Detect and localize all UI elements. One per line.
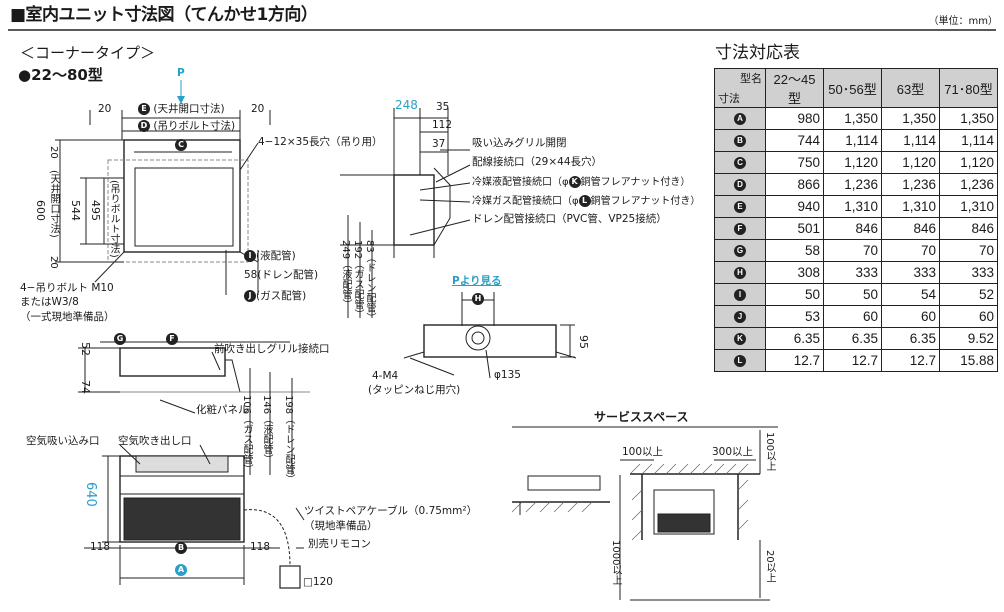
- dim-495: 495: [89, 200, 102, 221]
- badge-d: D: [138, 120, 150, 132]
- liquid-pipe-dim: I(液配管): [244, 250, 296, 262]
- cable-local-label: （現地準備品）: [304, 520, 378, 532]
- badge-l: L: [578, 195, 591, 207]
- badge-a: A: [175, 564, 187, 576]
- badge-h: H: [472, 293, 484, 305]
- badge-e: E: [138, 103, 150, 115]
- note-wiring-port: 配線接続口（29×44長穴）: [472, 156, 603, 168]
- badge-b: B: [175, 542, 187, 554]
- dim-52: 52: [79, 342, 92, 356]
- badge-i: I: [244, 250, 256, 262]
- type-subtitle: ＜コーナータイプ＞: [20, 44, 156, 62]
- dim-544: 544: [69, 200, 82, 221]
- ceiling-opening-vertical: (天井開口寸法): [48, 170, 59, 238]
- bolt-note-2: またはW3/8: [20, 296, 79, 308]
- dim-118-left: 118: [90, 541, 111, 553]
- dim-h: H: [472, 293, 484, 305]
- dim-192-gas: 192（ガス配管）: [352, 240, 363, 320]
- col-header: 50･56型: [823, 68, 882, 108]
- drain-pipe-dim: 58(ドレン配管): [244, 269, 319, 281]
- service-20-floor: 20以上: [764, 550, 775, 583]
- cable-label: ツイストペアケーブル（0.75mm²）: [304, 505, 478, 517]
- p-view-title: Pより見る: [452, 275, 502, 287]
- air-outlet-label: 空気吹き出し口: [118, 435, 192, 447]
- dim-640: 640: [83, 482, 98, 507]
- m4-label: 4-M4: [372, 370, 399, 382]
- bolt-note-1: 4−吊りボルト M10: [20, 282, 114, 294]
- table-corner: 型名 寸法: [714, 68, 766, 108]
- dim-b: B: [175, 542, 187, 554]
- badge-f: F: [166, 333, 178, 345]
- col-header: 22〜45型: [765, 68, 824, 108]
- dim-83-drain: 83（ドレン配管）: [364, 240, 375, 323]
- page-title: ■室内ユニット寸法図（てんかせ1方向）: [10, 5, 318, 25]
- air-intake-label: 空気吸い込み口: [26, 435, 100, 447]
- dim-20-right: 20: [251, 103, 265, 115]
- dim-95: 95: [577, 335, 590, 349]
- dim-600: 600: [34, 200, 47, 221]
- table-title: 寸法対応表: [715, 43, 800, 63]
- badge-k: K: [568, 176, 581, 188]
- model-range: ●22〜80型: [18, 66, 103, 84]
- phi135-label: φ135: [494, 369, 521, 381]
- front-outlet-label: 前吹き出しグリル接続口: [214, 343, 330, 355]
- remote-label: 別売リモコン: [308, 538, 371, 550]
- dim-248: 248: [395, 98, 418, 112]
- badge-j: J: [244, 290, 256, 302]
- remote-size: □120: [303, 576, 333, 588]
- dim-a: A: [175, 564, 187, 576]
- p-arrow-label: P: [177, 67, 185, 79]
- dim-106-gas: 106（ガス配管）: [241, 395, 252, 475]
- dim-20-left: 20: [98, 103, 112, 115]
- dim-118-right: 118: [250, 541, 271, 553]
- dim-f: F: [166, 333, 178, 345]
- service-300-right: 300以上: [712, 446, 754, 458]
- dim-146-liquid: 146（液配管）: [261, 395, 272, 465]
- note-intake-grille: 吸い込みグリル開閉: [472, 137, 567, 149]
- service-space-title: サービススペース: [594, 410, 689, 424]
- dim-20-bottom: 20: [48, 256, 59, 269]
- service-1000-front: 1000以上: [610, 540, 621, 586]
- dim-37: 37: [432, 138, 446, 150]
- panel-label: 化粧パネル: [196, 404, 249, 416]
- bolt-note-3: （一式現地準備品）: [20, 311, 115, 323]
- col-header: 63型: [881, 68, 940, 108]
- service-100-top: 100以上: [764, 432, 775, 472]
- badge-g: G: [114, 333, 126, 345]
- badge-c: C: [175, 139, 187, 151]
- unit-note: （単位：mm）: [928, 16, 998, 27]
- tapping-screw-label: (タッピンねじ用穴): [368, 384, 461, 396]
- dim-74: 74: [79, 380, 92, 394]
- dim-112: 112: [432, 119, 453, 131]
- dim-c: C: [175, 139, 187, 151]
- dim-g: G: [114, 333, 126, 345]
- note-drain-port: ドレン配管接続口（PVC管、VP25接続）: [472, 213, 667, 225]
- dim-198-drain: 198（ドレン配管）: [283, 395, 294, 485]
- slot-hole-note: 4−12×35長穴（吊り用）: [258, 136, 383, 148]
- gas-pipe-dim: J(ガス配管): [244, 290, 306, 302]
- dim-20-top: 20: [48, 146, 59, 159]
- dim-249-liquid: 249（液配管）: [340, 240, 351, 310]
- dim-e-ceiling-opening: E (天井開口寸法): [138, 103, 225, 115]
- service-100-left: 100以上: [622, 446, 664, 458]
- col-header: 71･80型: [939, 68, 998, 108]
- dim-d-bolt: D (吊りボルト寸法): [138, 120, 235, 132]
- dim-35: 35: [436, 101, 450, 113]
- bolt-vertical: (吊りボルト寸法): [108, 180, 119, 258]
